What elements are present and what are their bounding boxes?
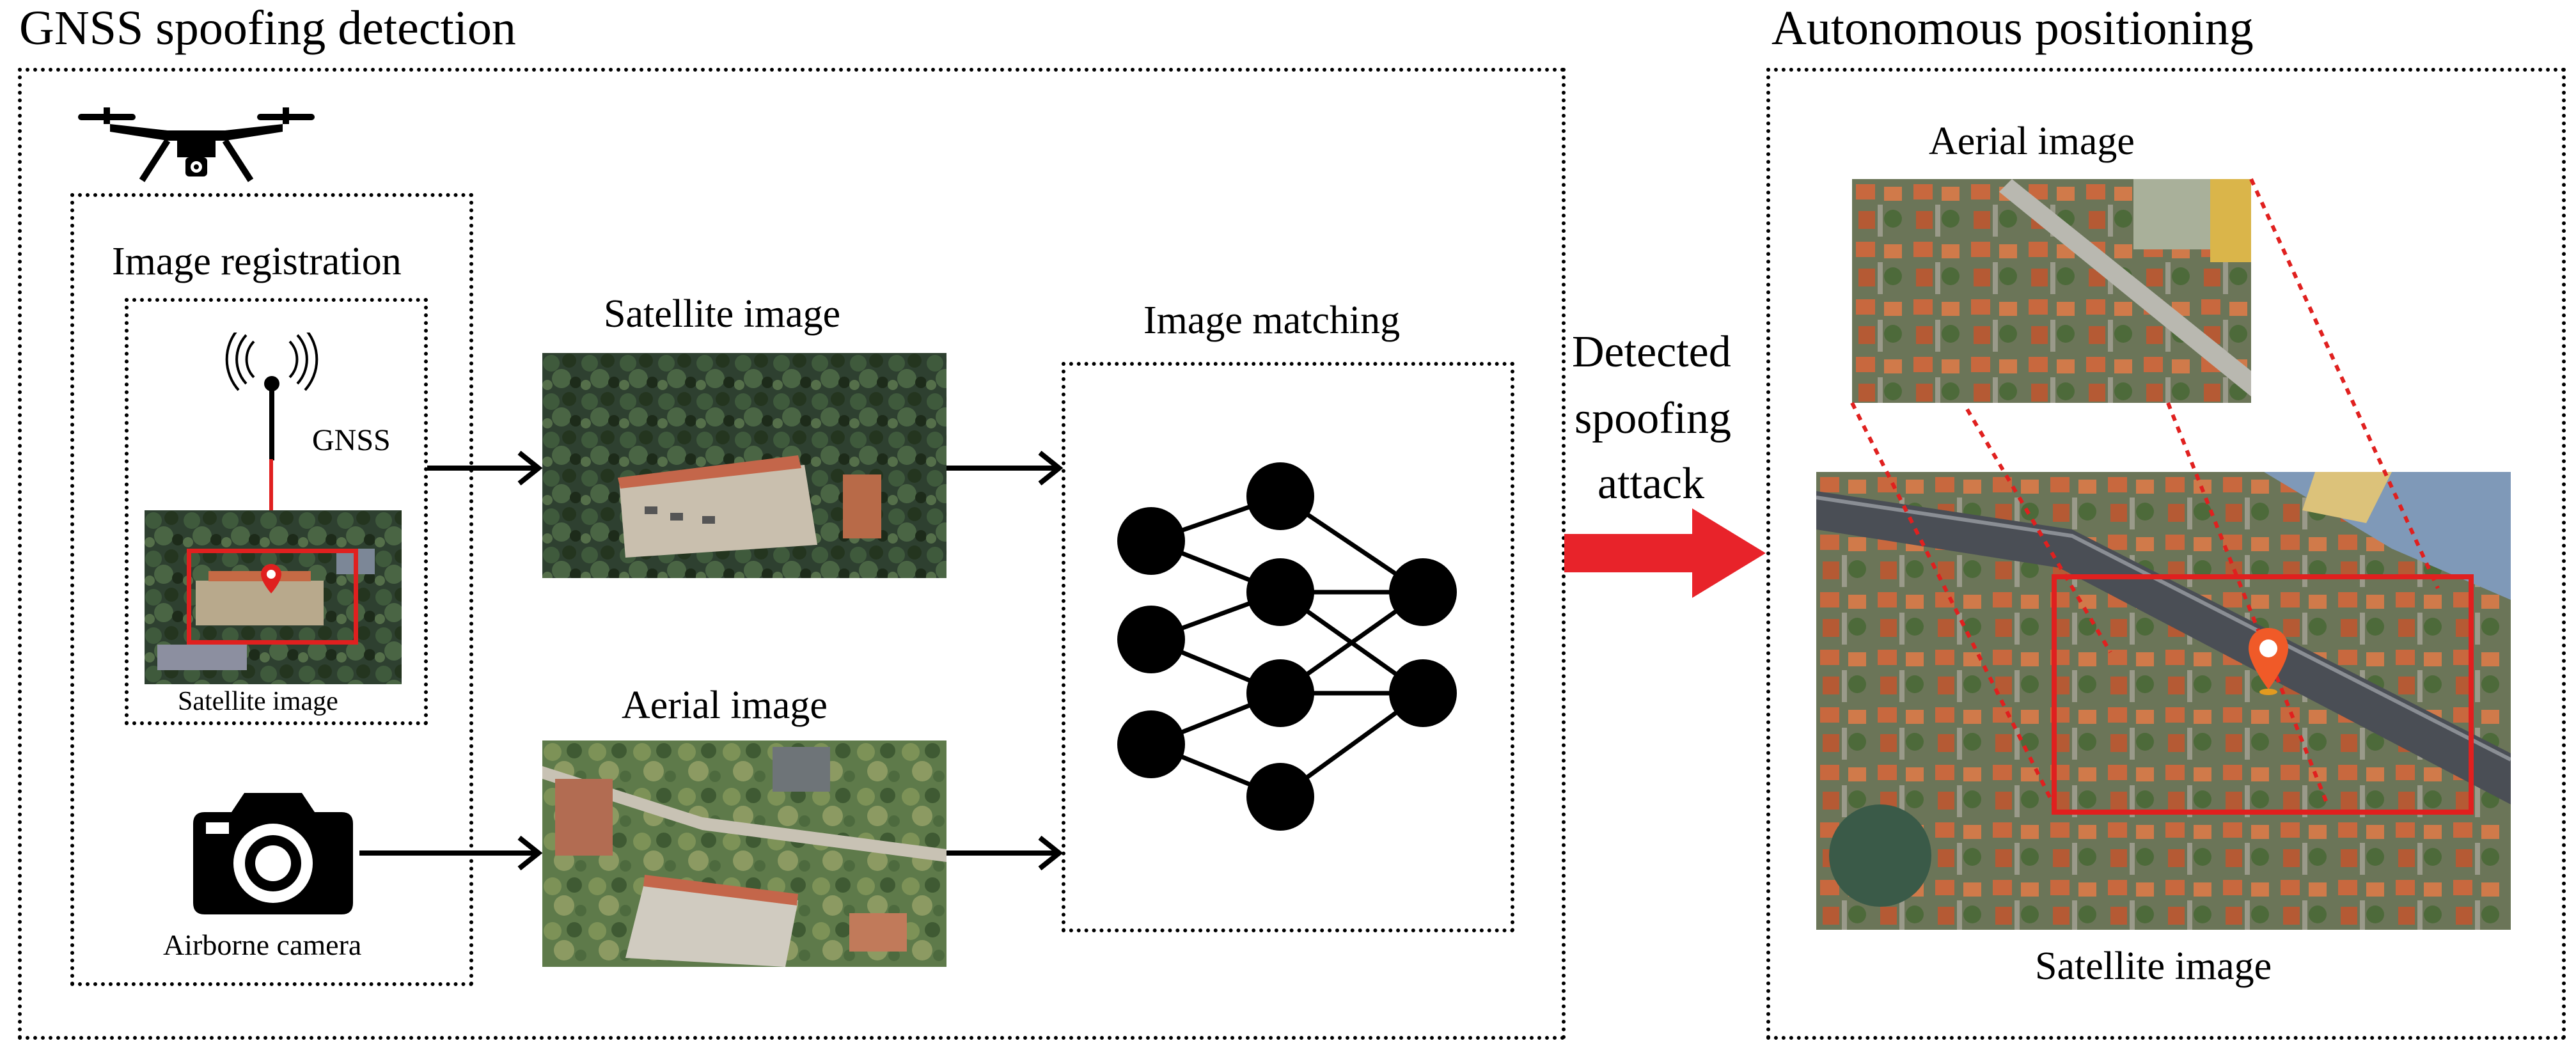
aerial-image bbox=[542, 740, 946, 967]
gnss-antenna-icon bbox=[225, 333, 318, 460]
registration-highlight-box bbox=[187, 549, 358, 645]
satellite-image-title: Satellite image bbox=[604, 292, 841, 336]
neural-network-icon bbox=[1117, 462, 1457, 831]
spoofing-label: spoofing bbox=[1575, 394, 1731, 443]
attack-label: attack bbox=[1598, 459, 1705, 508]
image-matching-box bbox=[1062, 362, 1514, 932]
position-pin-icon bbox=[2249, 628, 2288, 695]
right-satellite-image bbox=[1816, 472, 2511, 930]
correspondence-overlay bbox=[1850, 178, 2440, 807]
left-panel-title: GNSS spoofing detection bbox=[19, 1, 516, 55]
image-registration-box bbox=[125, 298, 428, 725]
right-panel-title: Autonomous positioning bbox=[1771, 1, 2254, 55]
image-matching-title: Image matching bbox=[1143, 299, 1401, 342]
onboard-box bbox=[70, 193, 473, 986]
detected-label: Detected bbox=[1572, 327, 1731, 377]
aerial-image-title: Aerial image bbox=[622, 684, 828, 727]
location-pin-icon bbox=[261, 564, 281, 593]
airborne-camera-label: Airborne camera bbox=[163, 929, 362, 961]
drone-icon bbox=[78, 107, 315, 182]
arrows-left bbox=[359, 450, 1064, 871]
registration-satellite-label: Satellite image bbox=[178, 687, 338, 716]
gnss-spoofing-detection-panel bbox=[18, 68, 1566, 1040]
right-aerial-image-title: Aerial image bbox=[1929, 120, 2135, 163]
satellite-image bbox=[542, 353, 946, 578]
right-aerial-image bbox=[1852, 179, 2251, 403]
autonomous-positioning-panel bbox=[1766, 68, 2566, 1040]
camera-icon bbox=[193, 793, 353, 914]
image-registration-title: Image registration bbox=[112, 240, 402, 283]
matched-region-box bbox=[2052, 574, 2474, 815]
gnss-label: GNSS bbox=[312, 423, 391, 457]
right-satellite-caption: Satellite image bbox=[2035, 944, 2272, 988]
spoofing-transition-arrow bbox=[1564, 508, 1766, 598]
